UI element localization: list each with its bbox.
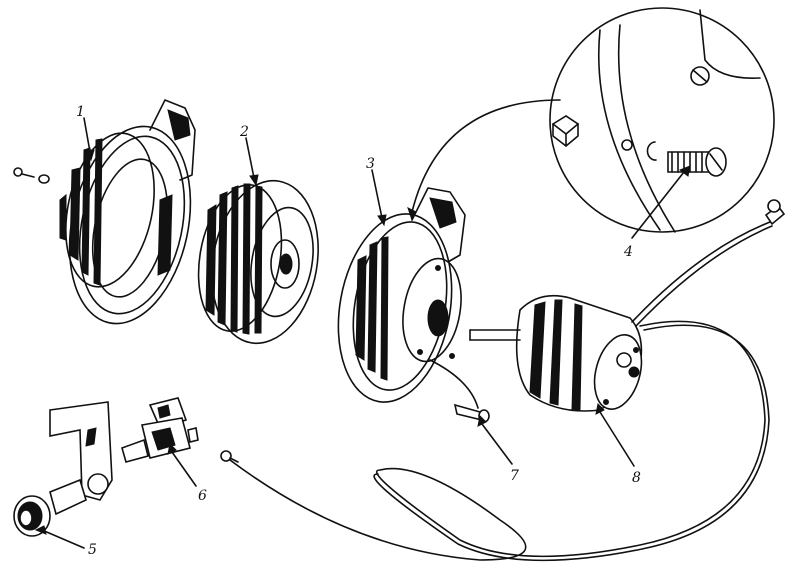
part-fan-shroud-rear [13, 99, 196, 325]
ring-terminal-top [764, 199, 786, 226]
part-switch [121, 397, 199, 463]
part-ground-lead [429, 359, 490, 423]
main-wire [229, 320, 766, 561]
callout-3: 3 [366, 156, 375, 172]
small-screw [13, 167, 50, 184]
callout-7: 7 [510, 468, 519, 484]
blower-blades [205, 183, 263, 335]
part-blower-motor [469, 199, 786, 412]
ring-terminal-bottom [220, 450, 239, 463]
part-blower-wheel [197, 179, 319, 345]
shroud-ribs [355, 236, 389, 381]
callout-6: 6 [198, 488, 207, 504]
callout-2: 2 [239, 124, 249, 140]
machine-screw [667, 147, 727, 177]
callout-5: 5 [88, 542, 97, 558]
callout-1: 1 [76, 104, 85, 120]
callout-8: 8 [632, 470, 641, 486]
motor-stripes [529, 299, 583, 411]
part-fan-shroud-front [337, 187, 466, 403]
detail-inset [407, 7, 775, 233]
part-control-knob [13, 401, 113, 537]
callout-4: 4 [623, 244, 633, 260]
leader-lines [34, 117, 691, 549]
